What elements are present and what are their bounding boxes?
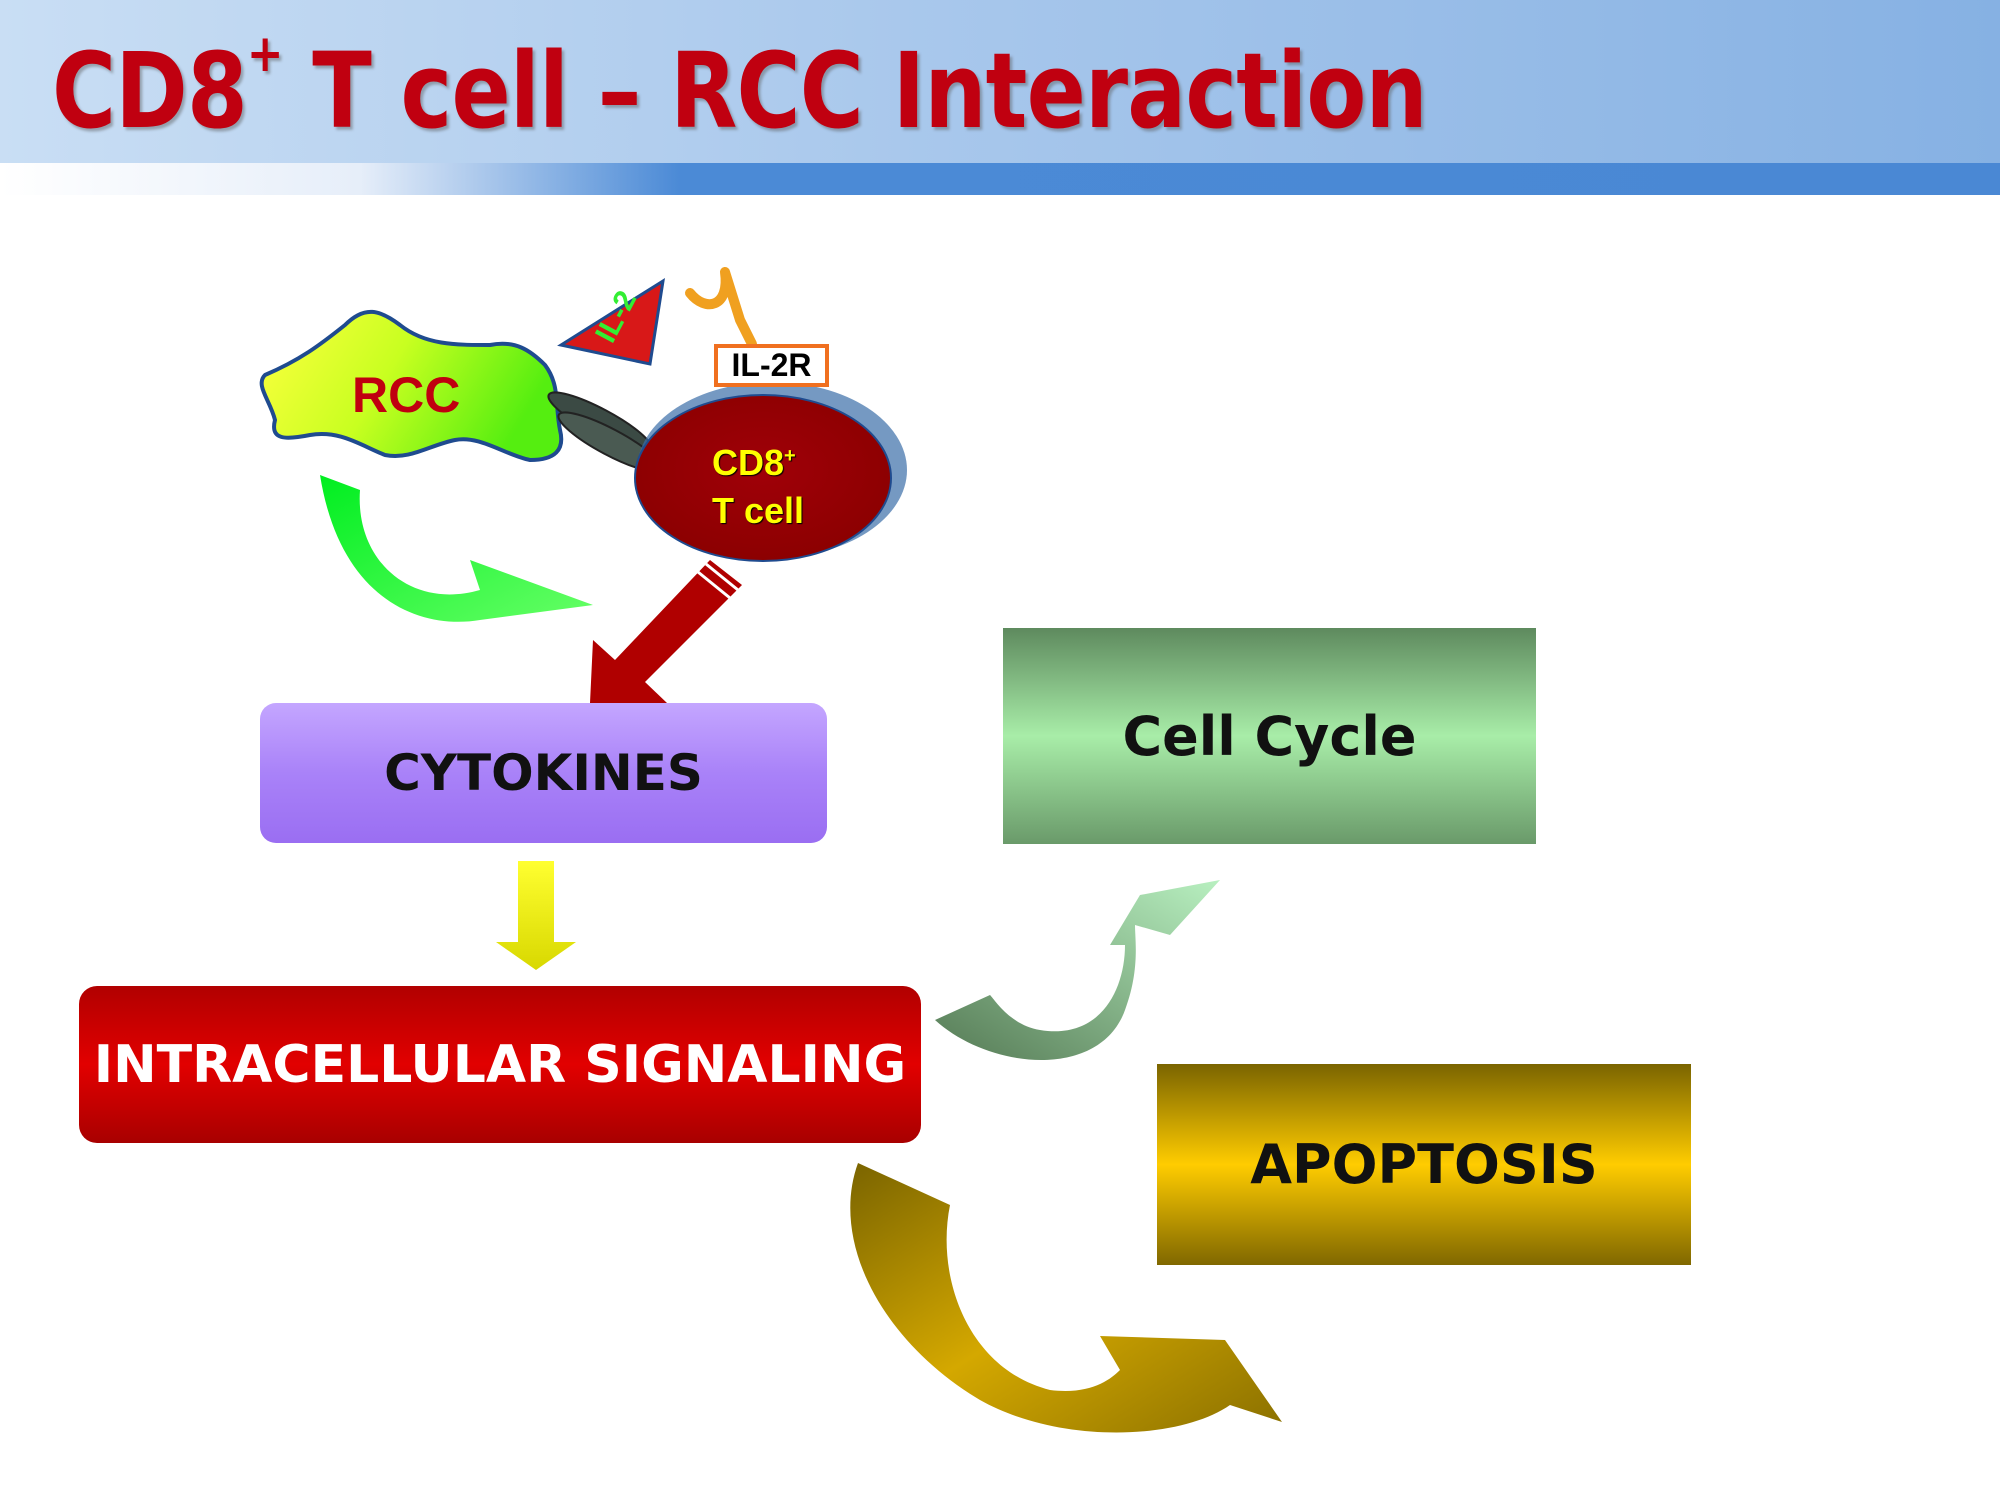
cytokines-label: CYTOKINES	[384, 744, 703, 802]
apoptosis-label: APOPTOSIS	[1250, 1133, 1598, 1196]
title-sup: +	[246, 24, 284, 84]
il2r-label: IL-2R	[714, 344, 829, 387]
cell-cycle-label: Cell Cycle	[1122, 704, 1417, 768]
header-bar	[0, 163, 2000, 195]
yellow-down-arrow	[496, 861, 576, 970]
tcell-line1: CD8	[712, 442, 785, 483]
intracellular-signaling-box: INTRACELLULAR SIGNALING	[79, 986, 921, 1143]
slide-title: CD8+ T cell – RCC Interaction	[52, 24, 1428, 152]
cytokines-box: CYTOKINES	[260, 703, 827, 843]
title-rest: T cell – RCC Interaction	[282, 30, 1427, 152]
apoptosis-box: APOPTOSIS	[1157, 1064, 1691, 1265]
cell-cycle-curved-arrow	[935, 880, 1220, 1060]
rcc-label: RCC	[352, 367, 461, 423]
red-arrow	[590, 560, 742, 703]
title-main: CD8	[52, 30, 248, 152]
rcc-cell-shape	[259, 309, 564, 463]
tcell-sup: +	[784, 445, 796, 467]
il2-triangle-icon	[557, 277, 665, 366]
tcell-line2: T cell	[712, 490, 805, 531]
header-band	[0, 0, 2000, 163]
intracellular-label: INTRACELLULAR SIGNALING	[93, 1034, 907, 1095]
receptor-icon	[685, 267, 757, 349]
green-curved-arrow	[320, 475, 593, 622]
tcell-shape	[634, 394, 892, 562]
tcell-label: CD8+ T cell	[712, 432, 804, 535]
cell-cycle-box: Cell Cycle	[1003, 628, 1536, 844]
apoptosis-curved-arrow	[850, 1163, 1282, 1433]
